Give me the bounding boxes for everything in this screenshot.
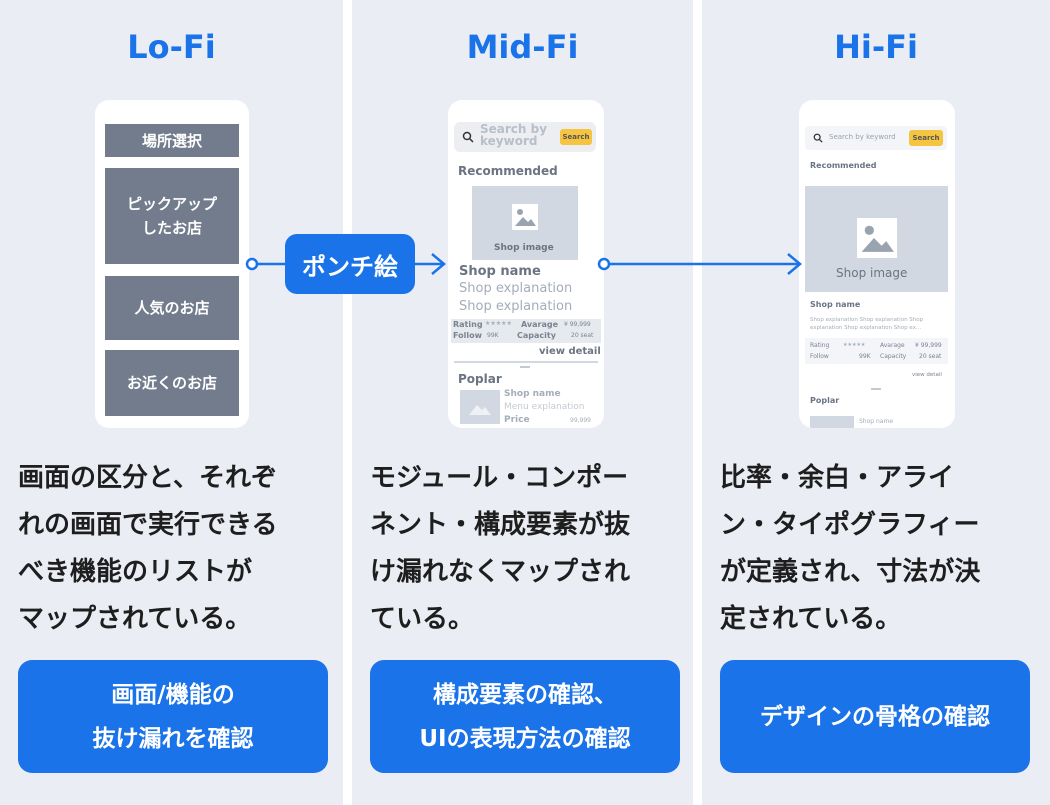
- column-midfi: Mid-Fi Search by keyword Search Recommen…: [352, 0, 693, 805]
- image-icon: [857, 218, 897, 258]
- hifi-rating-stars: ★★★★★: [843, 342, 866, 348]
- lofi-wireframe: 場所選択 ピックアップ したお店 人気のお店 お近くのお店: [95, 100, 249, 428]
- lofi-block-popular: 人気のお店: [105, 276, 239, 340]
- image-icon: [512, 204, 538, 230]
- column-title-hifi: Hi-Fi: [834, 28, 918, 66]
- hifi-capacity-label: Capacity: [880, 353, 907, 360]
- midfi-capacity-value: 20 seat: [571, 332, 594, 339]
- midfi-popular-shop-name: Shop name: [504, 389, 561, 399]
- midfi-average-label: Avarage: [521, 320, 559, 329]
- midfi-divider: [454, 361, 598, 363]
- midfi-popular-menu-explanation: Menu explanation: [504, 402, 585, 412]
- image-icon: [469, 405, 491, 415]
- hifi-mockup: Search by keyword Search Recommended Sho…: [799, 100, 955, 428]
- lofi-block-nearby: お近くのお店: [105, 350, 239, 416]
- midfi-search-bar: Search by keyword Search: [454, 122, 596, 152]
- midfi-image-label: Shop image: [494, 243, 554, 253]
- midfi-search-button: Search: [560, 129, 592, 145]
- midfi-follow-label: Follow: [453, 331, 483, 340]
- midfi-page-dots: [520, 366, 530, 368]
- hifi-shop-name: Shop name: [810, 300, 861, 309]
- midfi-wireframe: Search by keyword Search Recommended Sho…: [448, 100, 604, 428]
- lofi-block-location: 場所選択: [105, 124, 239, 157]
- hifi-popular-shop-name: Shop name: [859, 418, 894, 425]
- midfi-shop-explanation-1: Shop explanation: [459, 281, 573, 296]
- column-title-lofi: Lo-Fi: [127, 28, 216, 66]
- midfi-shop-explanation-2: Shop explanation: [459, 299, 573, 314]
- hifi-view-detail-link: view detail: [912, 372, 942, 378]
- midfi-popular-price-value: 99,999: [570, 417, 591, 424]
- hifi-search-placeholder: Search by keyword: [829, 133, 896, 141]
- column-lofi: Lo-Fi 場所選択 ピックアップ したお店 人気のお店 お近くのお店 画面の区…: [0, 0, 343, 805]
- midfi-average-value: ¥ 99,999: [564, 321, 591, 328]
- description-midfi: モジュール・コンポー ネント・構成要素が抜 け漏れなくマップされ ている。: [370, 463, 631, 634]
- hifi-shop-image: Shop image: [805, 186, 948, 292]
- midfi-follow-value: 99K: [487, 332, 499, 339]
- hifi-check-button[interactable]: デザインの骨格の確認: [720, 660, 1030, 773]
- hifi-follow-value: 99K: [859, 353, 871, 360]
- midfi-section-popular: Poplar: [458, 372, 502, 386]
- hifi-rating-label: Rating: [810, 342, 830, 349]
- midfi-rating-stars: ★★★★★: [485, 320, 512, 327]
- description-lofi: 画面の区分と、それぞ れの画面で実行できる べき機能のリストが マップされている…: [18, 463, 278, 634]
- hifi-search-button: Search: [909, 130, 943, 146]
- midfi-section-recommended: Recommended: [458, 164, 558, 178]
- search-icon: [462, 131, 474, 143]
- connector-arrowhead-hifi: [787, 253, 802, 275]
- hifi-page-dots: [871, 388, 881, 390]
- midfi-popular-price: Price: [504, 415, 530, 425]
- hifi-capacity-value: 20 seat: [919, 353, 942, 360]
- midfi-view-detail-link: view detail: [539, 346, 601, 357]
- midfi-shop-name: Shop name: [459, 264, 541, 279]
- hifi-section-popular: Poplar: [810, 396, 840, 405]
- midfi-shop-stats: Rating ★★★★★ Avarage ¥ 99,999 Follow 99K…: [451, 319, 601, 343]
- hifi-search-bar: Search by keyword Search: [805, 126, 947, 150]
- connector-label-ponchi: ポンチ絵: [285, 234, 415, 294]
- hifi-follow-label: Follow: [810, 353, 829, 360]
- column-hifi: Hi-Fi Search by keyword Search Recommend…: [702, 0, 1050, 805]
- midfi-search-placeholder: Search by keyword: [480, 122, 548, 148]
- midfi-capacity-label: Capacity: [517, 331, 556, 340]
- description-hifi: 比率・余白・アライ ン・タイポグラフィー が定義され、寸法が決 定されている。: [720, 463, 981, 634]
- midfi-check-button[interactable]: 構成要素の確認、 UIの表現方法の確認: [370, 660, 680, 773]
- search-icon: [813, 133, 823, 143]
- connector-node-lofi: [245, 257, 259, 271]
- midfi-rating-label: Rating: [453, 320, 483, 329]
- column-title-midfi: Mid-Fi: [466, 28, 579, 66]
- hifi-section-recommended: Recommended: [810, 161, 877, 170]
- connector-node-midfi: [597, 257, 611, 271]
- midfi-popular-thumb: [460, 390, 500, 424]
- hifi-shop-stats: Rating ★★★★★ Avarage ¥ 99,999 Follow 99K…: [805, 338, 948, 364]
- lofi-block-pickup: ピックアップ したお店: [105, 168, 239, 264]
- midfi-shop-image: Shop image: [472, 186, 578, 260]
- hifi-popular-thumb: [810, 416, 854, 428]
- lofi-check-button[interactable]: 画面/機能の 抜け漏れを確認: [18, 660, 328, 773]
- hifi-average-label: Avarage: [880, 342, 905, 349]
- connector-arrowhead-midfi: [431, 253, 446, 275]
- hifi-average-value: ¥ 99,999: [915, 342, 942, 349]
- hifi-shop-explanation: Shop explanation Shop explanation Shop e…: [810, 317, 924, 331]
- hifi-image-label: Shop image: [836, 266, 908, 280]
